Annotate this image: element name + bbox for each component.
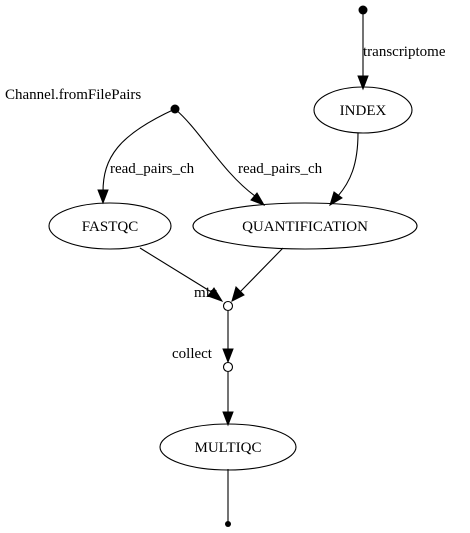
arrowhead-multiqc bbox=[222, 411, 234, 427]
arrowhead-index-to-quant bbox=[329, 191, 343, 207]
process-node-multiqc bbox=[159, 423, 297, 471]
operator-node-mix bbox=[222, 300, 234, 312]
edge-label-read-pairs-fastqc: read_pairs_ch bbox=[110, 161, 195, 177]
operator-node-collect bbox=[222, 361, 234, 373]
sink-dot bbox=[225, 521, 231, 527]
process-node-quantification bbox=[192, 202, 418, 250]
edge-label-read-pairs-quant: read_pairs_ch bbox=[238, 161, 323, 177]
edge-read-pairs-fastqc bbox=[102, 108, 176, 193]
edge-label-transcriptome: transcriptome bbox=[363, 44, 446, 60]
source-dot-transcriptome bbox=[358, 5, 368, 15]
arrowhead-collect bbox=[222, 348, 234, 364]
process-node-fastqc bbox=[48, 202, 172, 250]
process-node-index bbox=[313, 86, 413, 134]
arrowhead-fastqc bbox=[97, 189, 109, 205]
arrowhead-quant-to-mix bbox=[231, 286, 245, 302]
process-label-fastqc: FASTQC bbox=[82, 219, 138, 235]
edge-fastqc-mix bbox=[139, 247, 214, 294]
arrowhead-fastqc-to-mix bbox=[207, 287, 224, 302]
arrowhead-quantification bbox=[250, 192, 266, 206]
edge-read-pairs-quant bbox=[174, 108, 256, 197]
process-label-index: INDEX bbox=[340, 103, 387, 119]
process-label-quantification: QUANTIFICATION bbox=[242, 219, 368, 235]
process-label-multiqc: MULTIQC bbox=[195, 440, 262, 456]
edge-quantification-mix bbox=[239, 247, 284, 293]
edge-index-quantification bbox=[337, 132, 359, 197]
source-dot-channel bbox=[170, 104, 180, 114]
operator-label-mix: mix bbox=[194, 285, 218, 301]
channel-label: Channel.fromFilePairs bbox=[5, 87, 141, 103]
arrowhead-index bbox=[357, 75, 369, 91]
operator-label-collect: collect bbox=[172, 346, 213, 362]
